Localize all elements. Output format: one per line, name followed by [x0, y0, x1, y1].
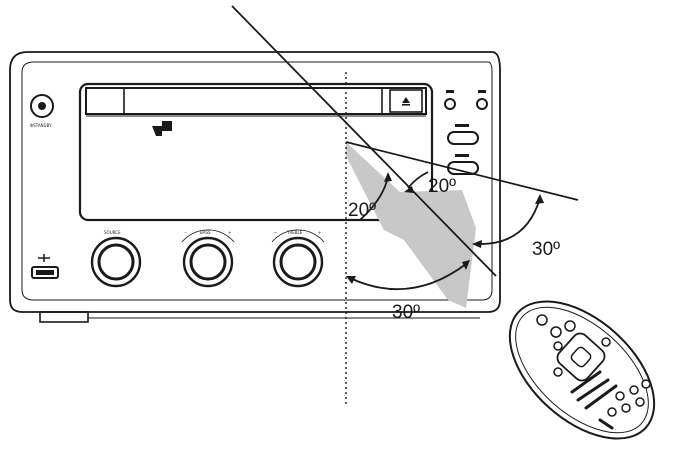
bass-label: BASS	[200, 230, 211, 235]
angle-label-inner-left: 20º	[348, 200, 376, 221]
ir-sensor-icon	[476, 98, 488, 110]
treble-knob[interactable]	[271, 229, 325, 288]
disc-slot-inner	[123, 87, 383, 115]
source-knob[interactable]	[90, 236, 142, 288]
usb-port[interactable]	[31, 254, 59, 279]
display-glyph-icon	[152, 121, 172, 136]
unit-inner-panel	[21, 61, 493, 301]
remote-button[interactable]	[564, 320, 576, 332]
remote-button[interactable]	[550, 326, 562, 338]
arc-outer-bottom	[349, 263, 467, 291]
remote-button[interactable]	[553, 367, 563, 377]
remote-button[interactable]	[607, 407, 617, 417]
eject-button[interactable]	[389, 89, 423, 113]
remote-bar	[584, 384, 618, 410]
remote-bar	[598, 418, 614, 430]
arrowheads	[346, 172, 544, 284]
remote-button[interactable]	[536, 314, 548, 326]
eject-icon	[402, 97, 410, 103]
ir-cone	[346, 142, 476, 308]
unit-foot	[39, 311, 89, 323]
treble-minus-label: −	[274, 230, 277, 235]
remote-button[interactable]	[615, 391, 625, 401]
arc-outer-right	[475, 197, 541, 245]
remote-button[interactable]	[635, 397, 645, 407]
ir-sensor-left	[444, 98, 456, 110]
display-window	[78, 82, 434, 222]
angle-label-outer-right: 30º	[532, 239, 560, 260]
bass-minus-label: −	[184, 230, 187, 235]
hifi-unit	[9, 51, 501, 323]
bass-knob[interactable]	[181, 229, 235, 288]
power-icon	[38, 102, 46, 110]
remote-bar	[570, 370, 602, 394]
disc-slot	[85, 87, 427, 115]
center-line	[231, 5, 497, 277]
remote-bar	[576, 378, 610, 402]
bass-plus-label: +	[228, 230, 231, 235]
remote-ok-button[interactable]	[570, 346, 593, 369]
arc-inner-right	[407, 171, 429, 189]
remote-button[interactable]	[601, 337, 611, 347]
side-button-1[interactable]	[447, 131, 479, 145]
remote-button[interactable]	[641, 379, 651, 389]
unit-body	[9, 51, 501, 313]
angle-label-inner-right: 20º	[428, 176, 456, 197]
angle-label-outer-bottom: 30º	[392, 302, 420, 323]
right-controls	[444, 90, 488, 110]
remote-button[interactable]	[553, 341, 563, 351]
treble-plus-label: +	[318, 230, 321, 235]
source-label: SOURCE	[104, 230, 121, 235]
power-label: ΦSTANDBY	[30, 123, 52, 128]
upper-limit-line	[345, 141, 579, 201]
remote-button[interactable]	[621, 403, 631, 413]
power-button[interactable]	[30, 94, 54, 118]
treble-label: TREBLE	[286, 230, 303, 235]
remote-button[interactable]	[629, 385, 639, 395]
remote-control-icon	[508, 300, 656, 440]
